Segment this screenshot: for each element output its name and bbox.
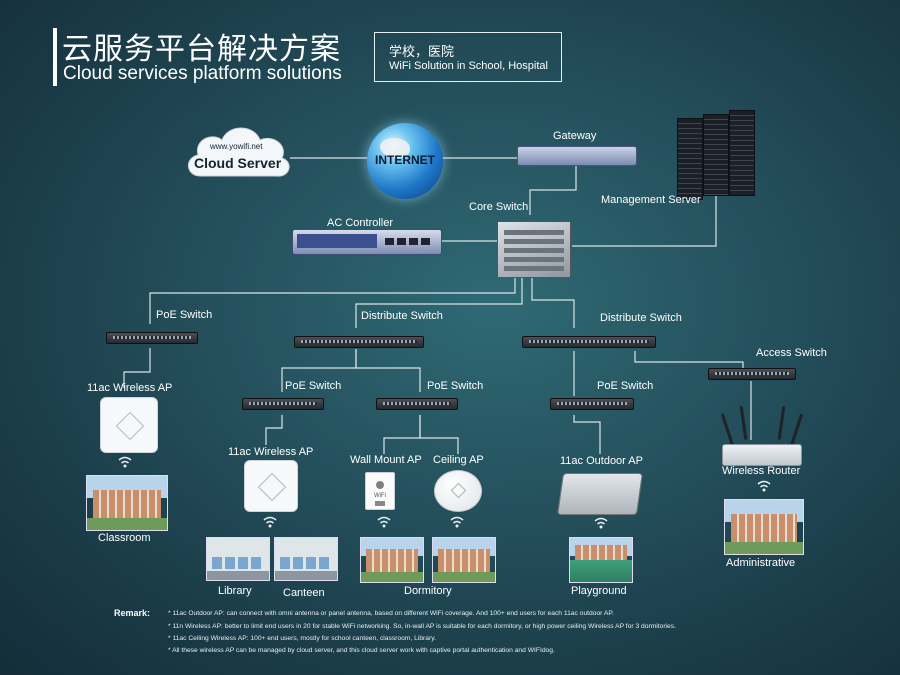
- ac-controller-label: AC Controller: [327, 217, 394, 229]
- line-poe-ceilap: [419, 415, 459, 454]
- poe-switch-left-icon: [106, 332, 198, 344]
- poe-switch-c-icon: [550, 398, 634, 410]
- remark-item: * All these wireless AP can be managed b…: [168, 647, 555, 654]
- dormitory-photo-1: [360, 537, 424, 583]
- gateway-label: Gateway: [553, 130, 597, 142]
- poe-switch-b-icon: [376, 398, 458, 410]
- poe-switch-a-icon: [242, 398, 324, 410]
- line-poe-ap-classroom: [123, 348, 151, 388]
- outdoor-ap-label: 11ac Outdoor AP: [560, 455, 643, 467]
- distribute-switch-right-label: Distribute Switch: [600, 312, 682, 324]
- wifi-signal-icon: [263, 516, 277, 528]
- wall-mount-ap-label: Wall Mount AP: [350, 454, 422, 466]
- playground-photo: [569, 537, 633, 583]
- subtitle-chinese: 学校，医院: [389, 44, 455, 59]
- remark-item: * 11ac Ceiling Wireless AP: 100+ end use…: [168, 635, 436, 642]
- wireless-ap-library-icon: [244, 460, 298, 512]
- outdoor-ap-icon: [557, 473, 643, 515]
- access-switch-label: Access Switch: [756, 347, 827, 359]
- line-core-dist-right: [531, 276, 575, 328]
- line-mgmt-core: [572, 196, 717, 247]
- wifi-signal-icon: [118, 456, 132, 468]
- internet-globe-icon: [367, 123, 443, 199]
- remark-item: * 11n Wireless AP: better to limit end u…: [168, 623, 676, 630]
- wifi-signal-icon: [450, 516, 464, 528]
- ceiling-ap-icon: [434, 470, 482, 512]
- ceiling-ap-label: Ceiling AP: [433, 454, 484, 466]
- line-gateway-core: [529, 164, 577, 215]
- globe-land-shape: [380, 138, 410, 158]
- wireless-router-icon: [722, 444, 802, 466]
- library-photo: [206, 537, 270, 581]
- subtitle-english: WiFi Solution in School, Hospital: [389, 60, 548, 72]
- cloud-server-url: www.yowifi.net: [210, 142, 263, 151]
- line-dist-access: [634, 351, 744, 370]
- line-core-poe-left: [149, 276, 516, 324]
- poe-switch-c-label: PoE Switch: [597, 380, 654, 392]
- location-playground: Playground: [571, 585, 627, 597]
- line-poe-wallap: [383, 415, 421, 454]
- location-dormitory: Dormitory: [404, 585, 452, 597]
- ac-controller-device-icon: [292, 229, 442, 255]
- core-switch-device-icon: [497, 221, 571, 278]
- location-canteen: Canteen: [283, 587, 325, 599]
- cloud-icon: [188, 127, 290, 177]
- location-classroom: Classroom: [98, 532, 151, 544]
- subtitle-box: 学校，医院 WiFi Solution in School, Hospital: [374, 32, 562, 82]
- administrative-building-photo: [724, 499, 804, 555]
- gateway-device-icon: [517, 146, 637, 166]
- cloud-server-label: Cloud Server: [194, 155, 282, 171]
- canteen-photo: [274, 537, 338, 581]
- wifi-signal-icon: [594, 517, 608, 529]
- wall-mount-ap-icon: WiFi: [365, 472, 395, 510]
- line-core-dist-mid: [355, 276, 523, 328]
- line-dist-poe-b: [355, 349, 421, 392]
- remark-item: * 11ac Outdoor AP: can connect with omni…: [168, 610, 614, 617]
- classroom-building-photo: [86, 475, 168, 531]
- core-switch-label: Core Switch: [469, 201, 529, 213]
- line-poe-ap-library: [265, 415, 283, 445]
- wireless-ap-classroom-icon: [100, 397, 158, 453]
- location-administrative: Administrative: [726, 557, 796, 569]
- location-library: Library: [218, 585, 252, 597]
- wall-ap-wifi-text: WiFi: [374, 493, 386, 499]
- page-title-chinese: 云服务平台解决方案: [62, 33, 341, 66]
- access-switch-icon: [708, 368, 796, 380]
- poe-switch-b-label: PoE Switch: [427, 380, 484, 392]
- distribute-switch-mid-label: Distribute Switch: [361, 310, 443, 322]
- dormitory-photo-2: [432, 537, 496, 583]
- wifi-signal-icon: [757, 480, 771, 492]
- wireless-router-label: Wireless Router: [722, 465, 801, 477]
- management-server-label: Management Server: [601, 194, 701, 206]
- management-server-icon: [677, 110, 757, 200]
- ap-classroom-label: 11ac Wireless AP: [87, 382, 173, 394]
- remark-heading: Remark:: [114, 608, 151, 618]
- internet-label: INTERNET: [375, 153, 435, 167]
- page-title-english: Cloud services platform solutions: [63, 63, 342, 84]
- title-accent-bar: [53, 28, 57, 86]
- poe-switch-left-label: PoE Switch: [156, 309, 213, 321]
- poe-switch-a-label: PoE Switch: [285, 380, 342, 392]
- wifi-signal-icon: [377, 516, 391, 528]
- ap-library-label: 11ac Wireless AP: [228, 446, 314, 458]
- distribute-switch-right-icon: [522, 336, 656, 348]
- line-poe-outdoor: [573, 415, 601, 454]
- distribute-switch-mid-icon: [294, 336, 424, 348]
